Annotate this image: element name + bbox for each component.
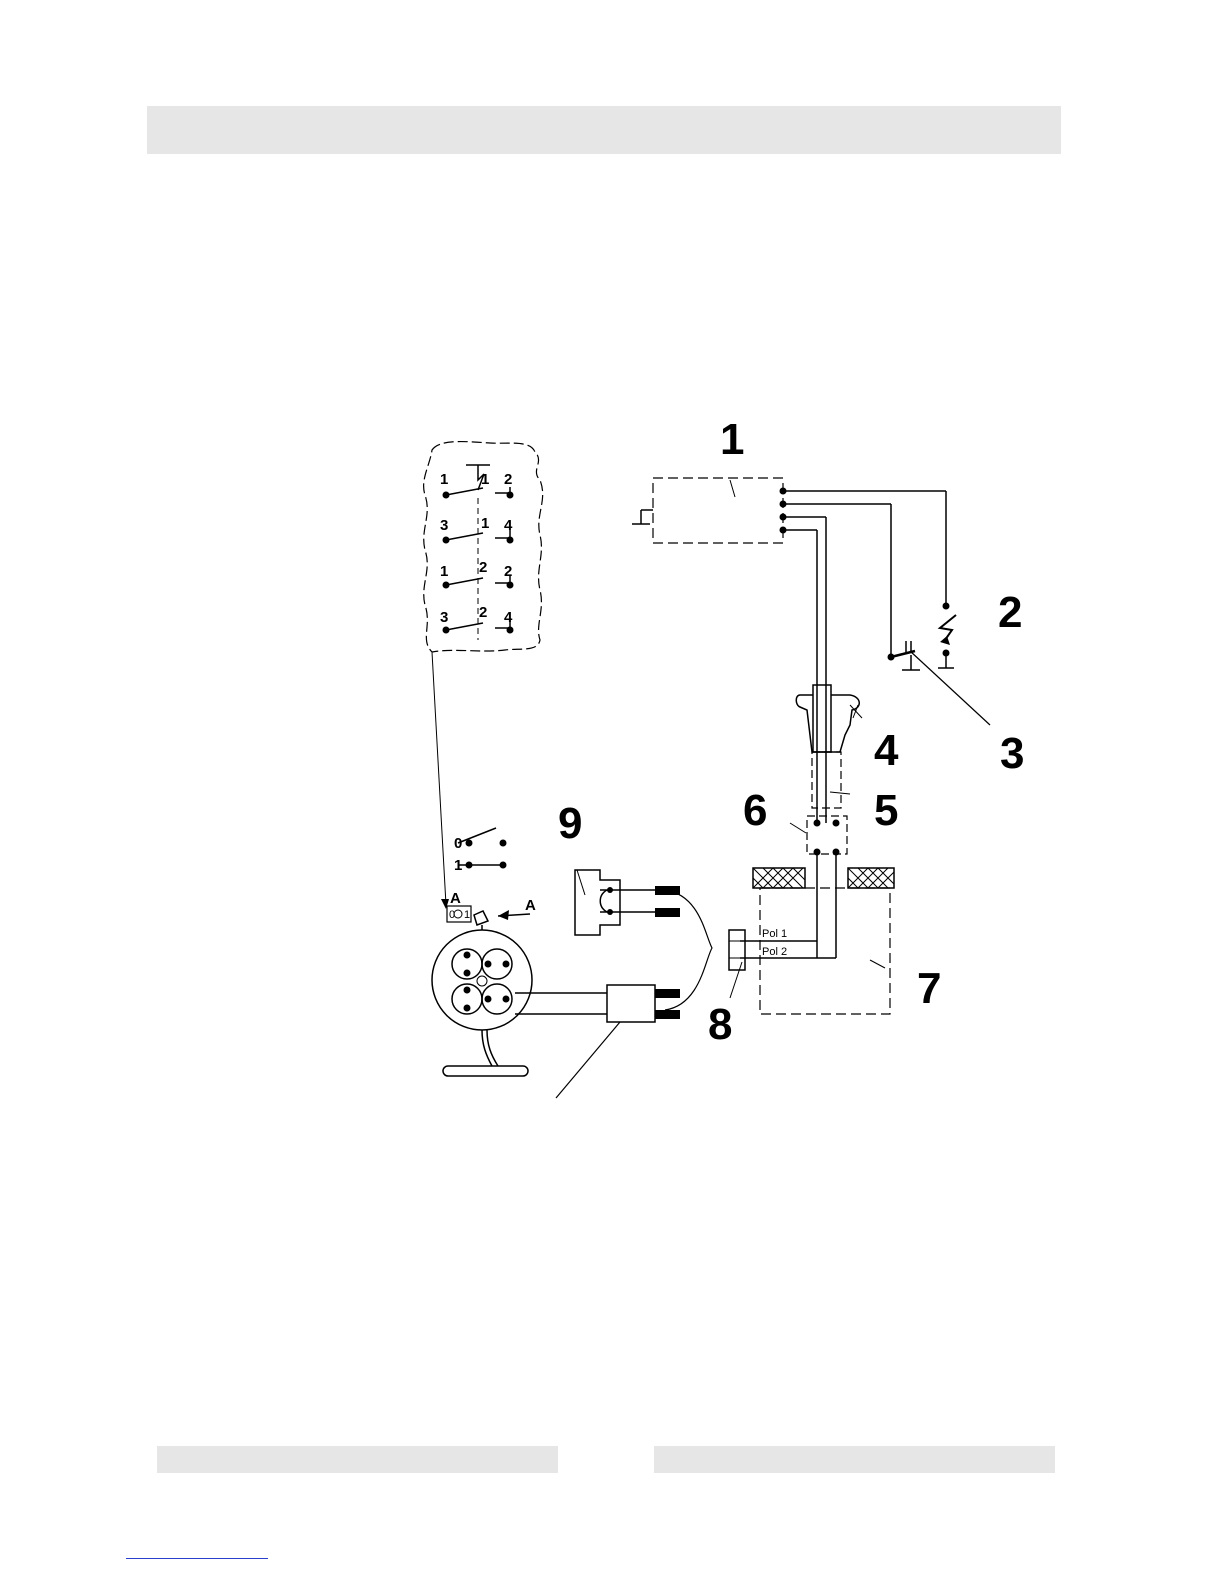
reel-dial-off: 0 xyxy=(449,909,455,921)
switch-position-on: 1 xyxy=(454,857,462,874)
unit-1-box xyxy=(653,478,783,543)
callout-7: 7 xyxy=(917,964,941,1013)
reel-dial-on: 1 xyxy=(464,909,470,921)
contact-r2-right: 4 xyxy=(504,517,513,534)
pole-2-label: Pol 2 xyxy=(762,946,787,958)
contact-r4-right: 4 xyxy=(504,609,513,626)
callout-5: 5 xyxy=(874,786,898,835)
contact-r2-mid: 1 xyxy=(481,515,489,532)
contact-r1-mid: 1 xyxy=(481,471,489,488)
terminal-8 xyxy=(729,930,745,970)
view-marker-arrow: A xyxy=(525,897,536,914)
contact-r4-mid: 2 xyxy=(479,604,487,621)
callout-1: 1 xyxy=(720,415,744,464)
callout-4: 4 xyxy=(874,726,899,775)
contact-r2-left: 3 xyxy=(440,517,448,534)
cable-reel xyxy=(432,930,532,1030)
connector-4 xyxy=(813,685,831,752)
footer-bar-right xyxy=(654,1446,1055,1473)
contact-r1-left: 1 xyxy=(440,471,448,488)
callout-3: 3 xyxy=(1000,729,1024,778)
contact-r3-mid: 2 xyxy=(479,559,487,576)
pole-1-label: Pol 1 xyxy=(762,928,787,940)
bottom-link-underline[interactable] xyxy=(126,1558,268,1559)
callout-9: 9 xyxy=(558,799,582,848)
footer-bar-left xyxy=(157,1446,558,1473)
plug-9 xyxy=(575,870,620,935)
contact-r3-left: 1 xyxy=(440,563,448,580)
callout-6: 6 xyxy=(743,786,767,835)
callout-2: 2 xyxy=(998,588,1022,637)
view-marker-switch: A xyxy=(450,890,461,907)
contact-r1-right: 2 xyxy=(504,471,512,488)
callout-8: 8 xyxy=(708,1000,732,1049)
contact-r4-left: 3 xyxy=(440,609,448,626)
switch-position-off: 0 xyxy=(454,835,462,852)
contact-r3-right: 2 xyxy=(504,563,512,580)
junction-6 xyxy=(807,816,847,854)
